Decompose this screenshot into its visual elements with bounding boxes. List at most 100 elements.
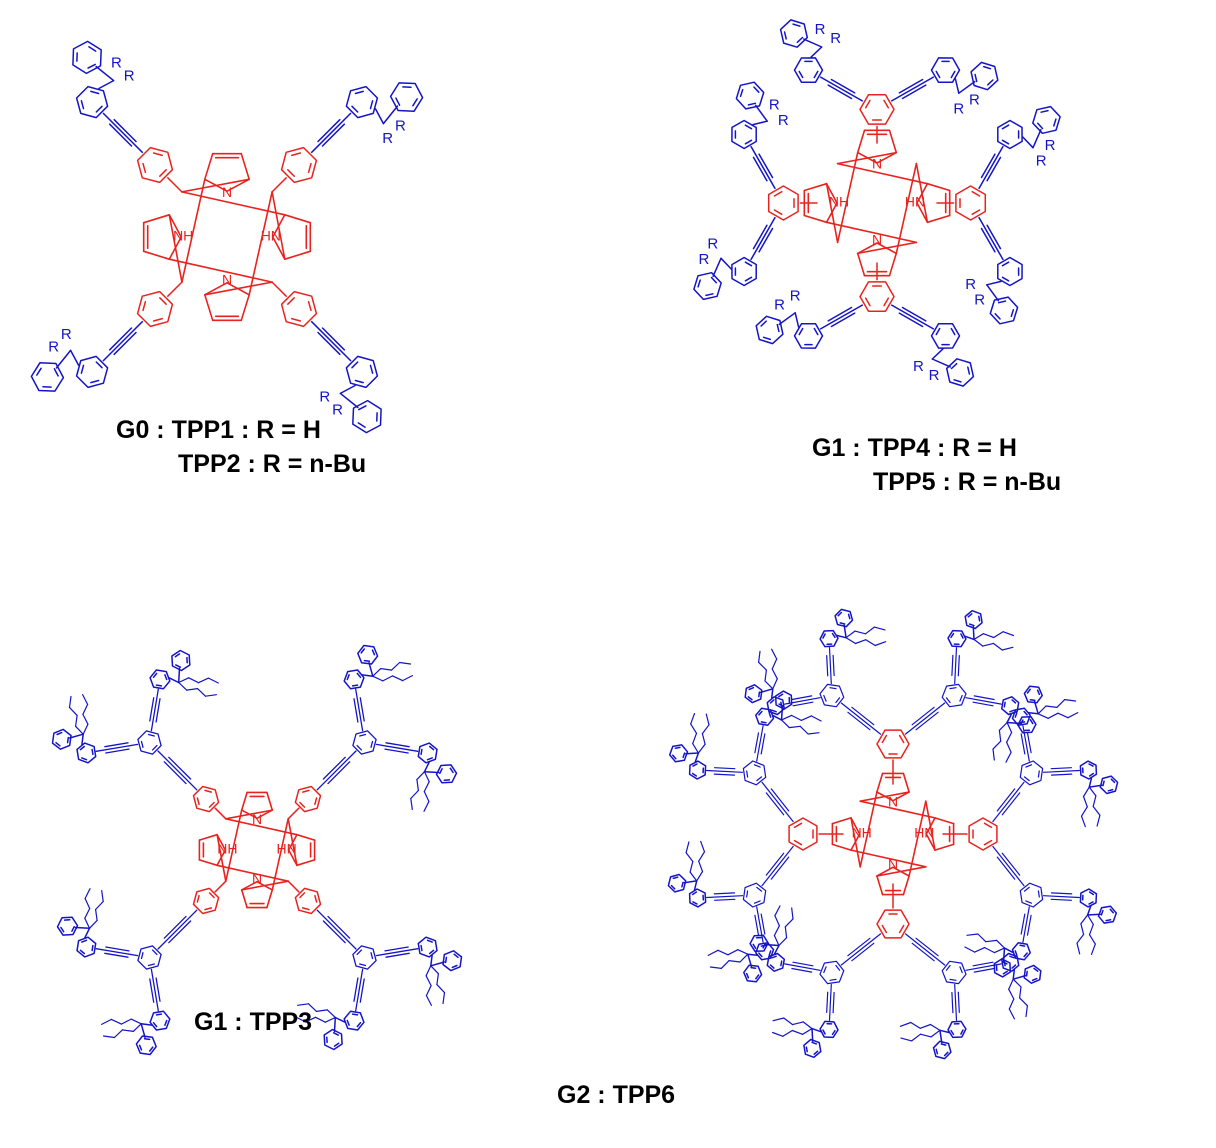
- branch-ring: [1019, 882, 1044, 908]
- r-substituent-label: R: [61, 326, 72, 343]
- fluorene-unit-icon: [899, 1020, 967, 1060]
- fluorene-ring-b: [1023, 964, 1042, 984]
- fluorene-unit-icon: [100, 1010, 171, 1056]
- fluorene-ring-a: [149, 669, 171, 690]
- fluorene-ring-a: [76, 936, 97, 958]
- pyrrole-n-label: N: [252, 811, 262, 827]
- fluorene-ring-a: [1079, 760, 1098, 780]
- fluorene-unit-icon: RR: [997, 105, 1061, 170]
- fluorene-unit-icon: RR: [913, 323, 975, 387]
- triple-bond-icon: [1042, 767, 1081, 776]
- fluorene-unit-icon: RR: [755, 288, 824, 349]
- branch-ring: [941, 960, 967, 985]
- triple-bond-icon: [992, 845, 1025, 887]
- r-substituent-label: R: [395, 117, 406, 134]
- triple-bond-icon: [819, 304, 864, 330]
- r-substituent-label: R: [1045, 137, 1056, 154]
- fluorene-unit-icon: RR: [965, 256, 1023, 325]
- triple-bond-icon: [157, 750, 198, 791]
- phenyl-ring-icon: [136, 290, 174, 328]
- r-substituent-label: R: [774, 297, 785, 314]
- triple-bond-icon: [904, 933, 946, 966]
- fluorene-unit-icon: [668, 712, 710, 780]
- fluorene-ring-b: [357, 644, 379, 665]
- fluorene-unit-icon: [964, 933, 1031, 978]
- phenyl-ring-icon: [859, 93, 895, 125]
- pyrrole-n-label: N: [888, 856, 898, 872]
- fluorene-ring-b: [693, 271, 722, 301]
- phenyl-ring-icon: [876, 729, 910, 759]
- fluorene-ring-b: [352, 399, 382, 434]
- fluorene-ring-b: [932, 1040, 952, 1060]
- fluorene-ring-a: [345, 355, 379, 389]
- fluorene-ring-a: [930, 323, 961, 349]
- g1b-caption: G1 : TPP3: [194, 1008, 313, 1036]
- fluorene-unit-icon: [755, 690, 822, 735]
- fluorene-ring-a: [345, 85, 379, 119]
- fluorene-ring-a: [793, 57, 824, 83]
- fluorene-ring-b: [964, 609, 983, 630]
- fluorene-unit-icon: [771, 1017, 839, 1059]
- triple-bond-icon: [375, 946, 419, 958]
- fluorene-ring-a: [343, 1010, 365, 1031]
- g1a-caption-line2: TPP5 : R = n-Bu: [873, 468, 1062, 496]
- fluorene-ring-a: [75, 85, 109, 119]
- fluorene-ring-a: [417, 936, 438, 958]
- fluorene-ring-b: [135, 1035, 157, 1056]
- triple-bond-icon: [890, 76, 935, 102]
- triple-bond-icon: [95, 742, 139, 754]
- triple-bond-icon: [1020, 725, 1032, 762]
- r-substituent-label: R: [769, 97, 780, 114]
- r-substituent-label: R: [707, 235, 718, 252]
- branch-ring: [941, 683, 967, 708]
- triple-bond-icon: [819, 76, 864, 102]
- fluorene-ring-b: [755, 315, 784, 345]
- fluorene-unit-icon: [56, 888, 104, 958]
- fluorene-ring-a: [731, 256, 757, 287]
- triple-bond-icon: [1042, 892, 1081, 901]
- fluorene-unit-icon: [744, 648, 786, 716]
- fluorene-unit-icon: [749, 905, 794, 972]
- fluorene-ring-b: [735, 81, 765, 110]
- fluorene-ring-b: [1032, 105, 1061, 135]
- fluorene-ring-b: [779, 19, 809, 48]
- fluorene-ring-a: [997, 256, 1023, 287]
- triple-bond-icon: [1020, 906, 1032, 943]
- fluorene-ring-b: [1017, 715, 1037, 734]
- r-substituent-label: R: [913, 358, 924, 375]
- phenyl-ring-icon: [192, 785, 220, 813]
- fluorene-ring-a: [343, 669, 365, 690]
- g1b-arms: [51, 644, 463, 1056]
- fluorene-ring-a: [688, 760, 707, 780]
- triple-bond-icon: [890, 304, 935, 330]
- triple-bond-icon: [705, 767, 744, 776]
- r-substituent-label: R: [830, 30, 841, 47]
- fluorene-ring-a: [688, 888, 707, 908]
- triple-bond-icon: [951, 983, 960, 1022]
- fluorene-unit-icon: [1076, 888, 1118, 956]
- fluorene-ring-a: [76, 742, 97, 764]
- triple-bond-icon: [965, 961, 1002, 973]
- triple-bond-icon: [784, 695, 821, 707]
- r-substituent-label: R: [929, 367, 940, 384]
- fluorene-unit-icon: [992, 696, 1037, 763]
- r-substituent-label: R: [965, 276, 976, 293]
- phenyl-ring-icon: [192, 887, 220, 915]
- phenyl-ring-icon: [859, 281, 895, 313]
- fluorene-unit-icon: RR: [930, 57, 999, 117]
- branch-ring: [137, 730, 162, 755]
- fluorene-ring-b: [744, 684, 763, 704]
- pyrrole-n-label: HN: [261, 228, 281, 244]
- fluorene-unit-icon: RR: [779, 19, 841, 83]
- fluorene-ring-a: [947, 1020, 967, 1039]
- fluorene-unit-icon: [343, 644, 413, 690]
- triple-bond-icon: [840, 702, 882, 735]
- fluorene-ring-a: [417, 742, 438, 764]
- triple-bond-icon: [826, 646, 835, 685]
- triple-bond-icon: [375, 742, 419, 754]
- branch-ring: [352, 945, 377, 970]
- fluorene-ring-a: [819, 629, 839, 648]
